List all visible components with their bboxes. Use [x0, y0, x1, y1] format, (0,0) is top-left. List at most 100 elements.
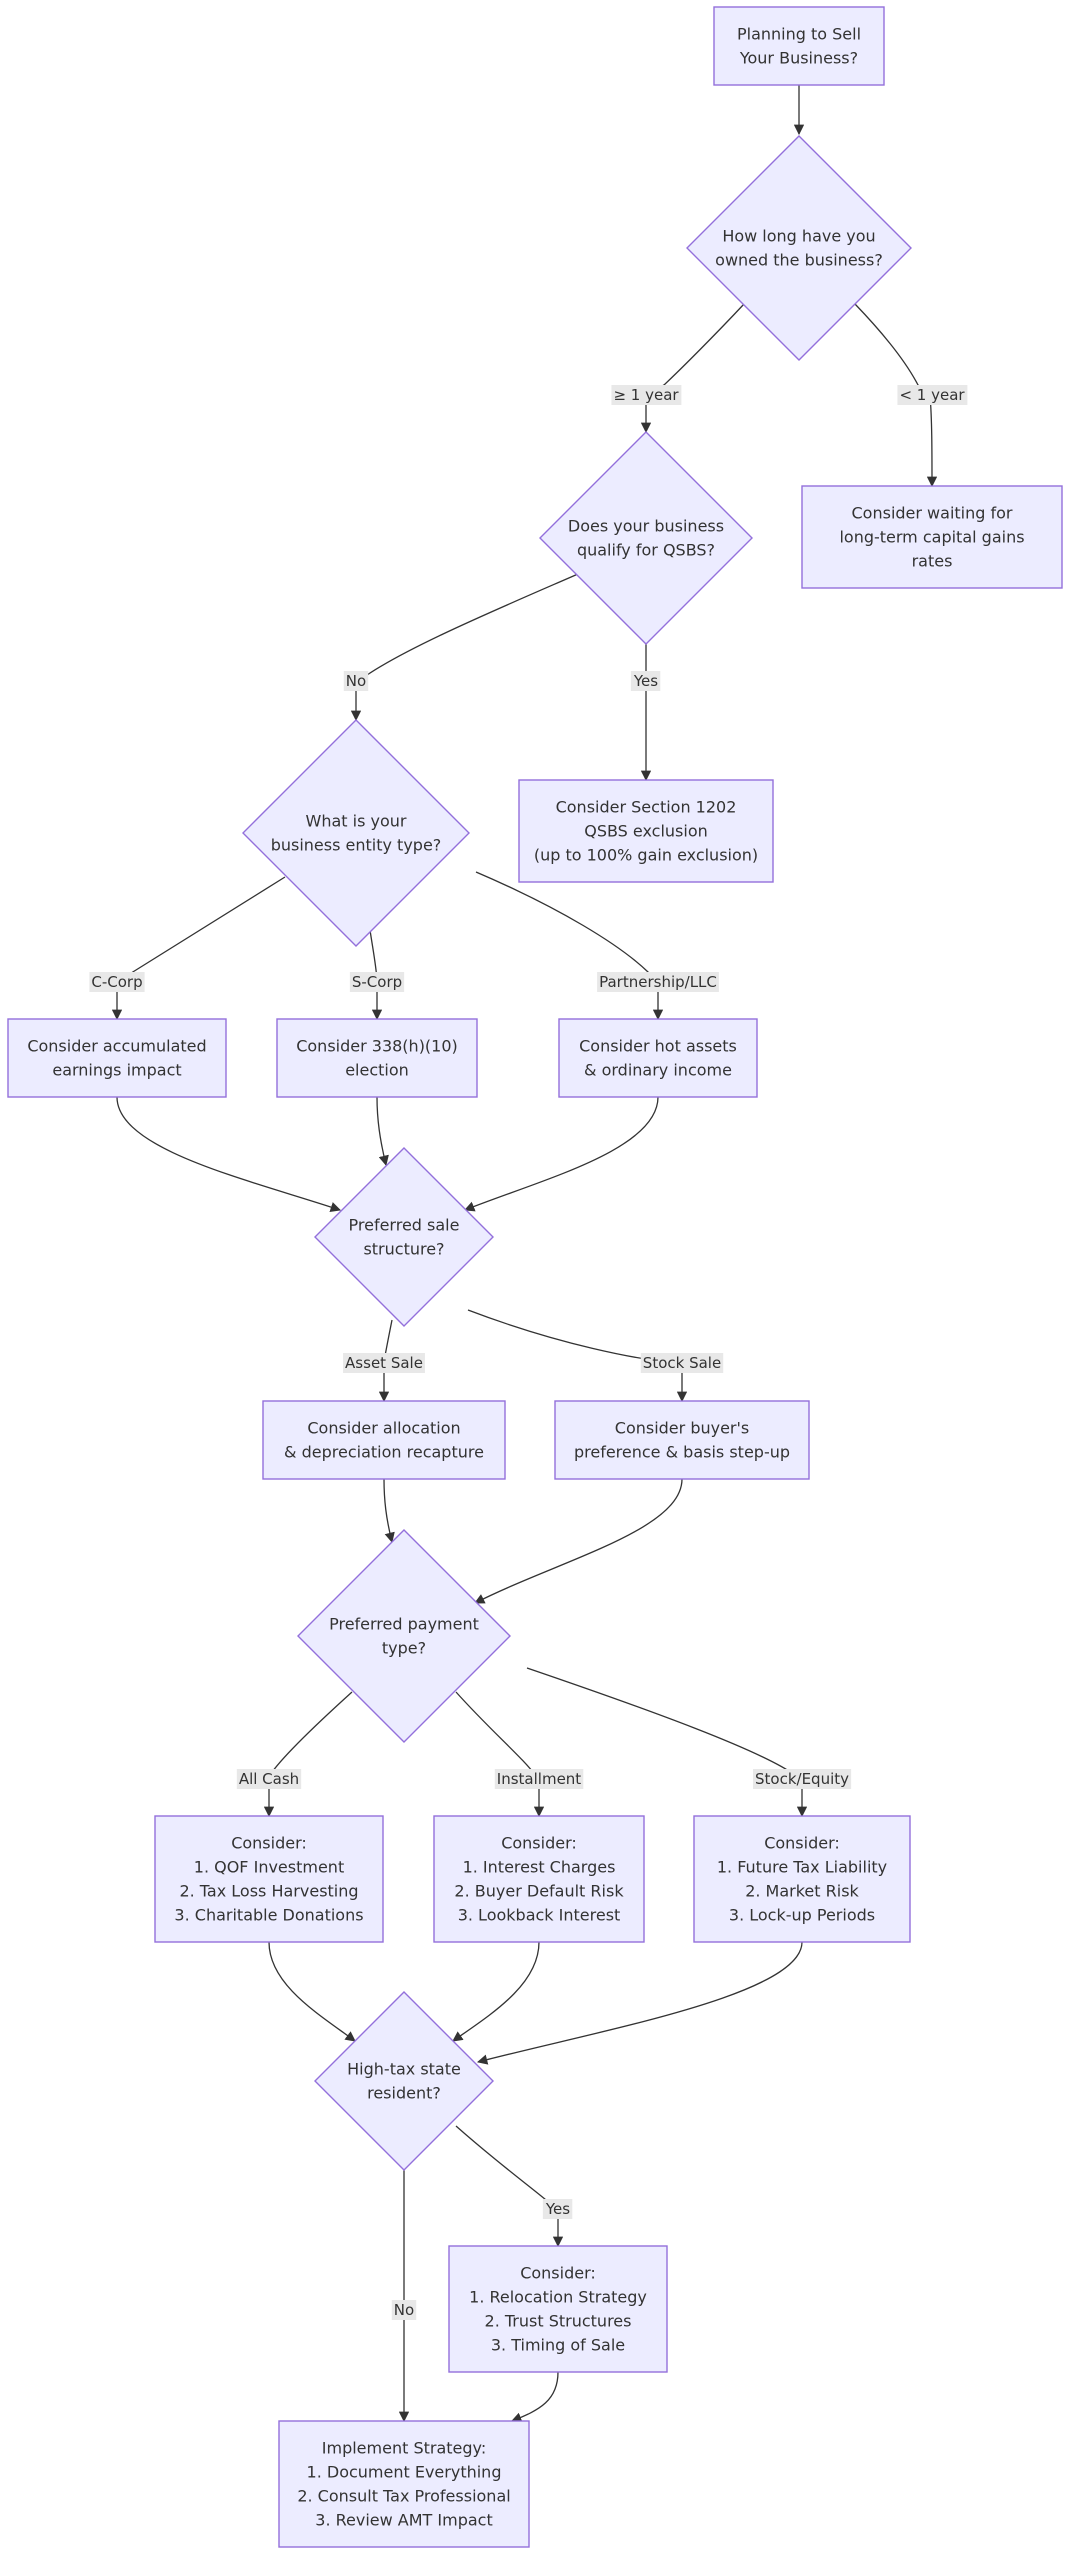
edge-scorp-structure [376, 1096, 389, 1167]
node-text-scorp-0: Consider 338(h)(10) [296, 1037, 458, 1056]
node-text-entity-0: What is your [306, 812, 407, 831]
node-text-stock-1: preference & basis step-up [574, 1443, 790, 1462]
edge-label-bg-payment-equity [753, 1769, 852, 1789]
edge-label-payment-install: Installment [494, 1769, 584, 1789]
node-text-hightax-1: resident? [367, 2084, 441, 2103]
node-text-own-0: How long have you [722, 227, 875, 246]
node-text-cash-3: 3. Charitable Donations [174, 1906, 363, 1925]
node-text-relocate-1: 1. Relocation Strategy [469, 2288, 647, 2307]
edge-label-text-qsbs-entity: No [346, 672, 366, 690]
edge-relocate-implement [511, 2371, 559, 2423]
node-text-sec1202-2: (up to 100% gain exclusion) [534, 846, 758, 865]
edge-asset-payment [383, 1478, 395, 1544]
node-install: Consider: 1. Interest Charges 2. Buyer Def… [433, 1815, 645, 1943]
edge-label-text-hightax-implement: No [394, 2301, 414, 2319]
edge-label-bg-entity-partner [597, 972, 719, 992]
edge-label-text-payment-cash: All Cash [239, 1770, 299, 1788]
edge-entity-partner [475, 871, 664, 1021]
node-text-equity-0: Consider: [764, 1834, 840, 1853]
node-text-equity-1: 1. Future Tax Liability [717, 1858, 887, 1877]
node-text-start-1: Your Business? [739, 49, 858, 68]
node-text-ccorp-1: earnings impact [52, 1061, 181, 1080]
edge-label-own-wait: < 1 year [897, 385, 968, 405]
node-text-cash-2: 2. Tax Loss Harvesting [179, 1882, 358, 1901]
node-text-implement-0: Implement Strategy: [322, 2439, 486, 2458]
edge-label-text-own-qsbs: ≥ 1 year [613, 386, 679, 404]
edge-stock-payment [474, 1478, 683, 1604]
edge-label-bg-structure-asset [343, 1353, 425, 1373]
edge-label-bg-hightax-implement [391, 2300, 417, 2320]
node-implement: Implement Strategy:1. Document Everythin… [278, 2420, 530, 2548]
edge-entity-ccorp [111, 876, 286, 1021]
edge-label-bg-payment-cash [236, 1769, 302, 1789]
edge-label-hightax-implement: No [391, 2300, 417, 2320]
edge-label-text-own-wait: < 1 year [899, 386, 965, 404]
edge-label-bg-own-qsbs [611, 385, 682, 405]
edge-own-qsbs [640, 303, 745, 434]
edge-label-text-qsbs-sec1202: Yes [633, 672, 658, 690]
edge-cash-hightax [268, 1941, 356, 2042]
edge-label-bg-own-wait [897, 385, 968, 405]
edge-label-bg-entity-ccorp [89, 972, 145, 992]
node-relocate: Consider: 1. Relocation Strategy 2. Trust … [448, 2245, 668, 2373]
box-install [433, 1815, 645, 1943]
node-text-implement-3: 3. Review AMT Impact [315, 2511, 492, 2530]
edge-payment-equity [526, 1667, 808, 1818]
edge-label-bg-entity-scorp [349, 972, 405, 992]
node-text-structure-0: Preferred sale [349, 1216, 460, 1235]
node-text-stock-0: Consider buyer's [615, 1419, 749, 1438]
node-text-partner-0: Consider hot assets [579, 1037, 737, 1056]
diamond-payment [297, 1529, 511, 1743]
box-scorp [276, 1018, 478, 1098]
node-text-install-2: 2. Buyer Default Risk [454, 1882, 624, 1901]
edge-label-text-payment-equity: Stock/Equity [755, 1770, 849, 1788]
node-text-asset-0: Consider allocation [307, 1419, 460, 1438]
edge-label-entity-partner: Partnership/LLC [597, 972, 719, 992]
node-text-own-1: owned the business? [715, 251, 883, 270]
edge-label-text-hightax-relocate: Yes [545, 2200, 570, 2218]
edge-payment-install [455, 1691, 545, 1818]
box-sec1202 [518, 779, 774, 883]
diamond-structure [314, 1147, 494, 1327]
node-text-relocate-2: 2. Trust Structures [485, 2312, 632, 2331]
node-text-cash-1: 1. QOF Investment [194, 1858, 344, 1877]
node-text-scorp-1: election [345, 1061, 409, 1080]
edge-label-text-structure-asset: Asset Sale [345, 1354, 423, 1372]
node-text-cash-0: Consider: [231, 1834, 307, 1853]
diamond-entity [242, 719, 470, 947]
node-text-relocate-0: Consider: [520, 2264, 596, 2283]
decision-own: How long have you owned the business? [686, 135, 912, 361]
node-text-install-0: Consider: [501, 1834, 577, 1853]
box-equity [693, 1815, 911, 1943]
box-partner [558, 1018, 758, 1098]
node-text-qsbs-1: qualify for QSBS? [577, 541, 715, 560]
node-text-partner-1: & ordinary income [584, 1061, 732, 1080]
box-asset [262, 1400, 506, 1480]
node-text-start-0: Planning to Sell [737, 25, 861, 44]
edge-label-bg-payment-install [494, 1769, 584, 1789]
node-text-hightax-0: High-tax state [347, 2060, 461, 2079]
edge-label-text-payment-install: Installment [497, 1770, 582, 1788]
node-text-install-3: 3. Lookback Interest [458, 1906, 621, 1925]
edge-label-payment-cash: All Cash [236, 1769, 302, 1789]
edge-label-text-entity-ccorp: C-Corp [91, 973, 142, 991]
edge-payment-cash [263, 1691, 353, 1818]
decision-structure: Preferred sale structure? [314, 1147, 494, 1327]
node-scorp: Consider 338(h)(10) election [276, 1018, 478, 1098]
box-stock [554, 1400, 810, 1480]
node-text-wait-2: rates [912, 552, 953, 571]
node-text-payment-0: Preferred payment [329, 1615, 479, 1634]
edge-label-hightax-relocate: Yes [542, 2199, 573, 2219]
node-text-structure-1: structure? [363, 1240, 444, 1259]
box-wait [801, 485, 1063, 589]
edge-ccorp-structure [116, 1096, 341, 1212]
edge-label-bg-structure-stock [640, 1353, 724, 1373]
decision-hightax: High-tax state resident? [314, 1991, 494, 2171]
node-text-equity-3: 3. Lock-up Periods [729, 1906, 875, 1925]
node-text-install-1: 1. Interest Charges [463, 1858, 616, 1877]
node-text-wait-1: long-term capital gains [839, 528, 1024, 547]
